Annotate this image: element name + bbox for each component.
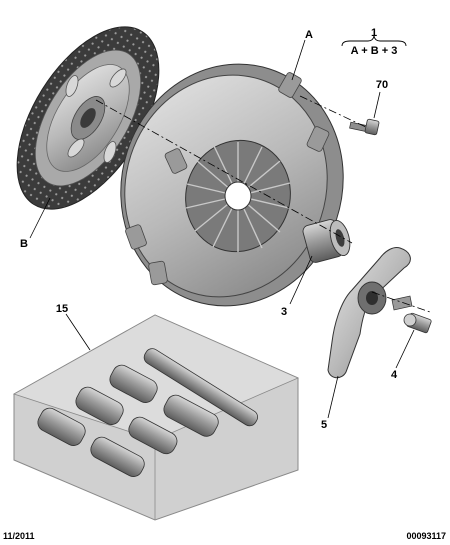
kit-brace (341, 35, 407, 47)
clutch-disc (16, 26, 160, 210)
footer-date: 11/2011 (3, 531, 35, 541)
callout-3: 3 (281, 306, 287, 318)
tool-kit (13, 314, 299, 521)
assembly-axis (95, 95, 431, 313)
release-bearing (302, 219, 351, 263)
callout-15: 15 (56, 303, 68, 315)
leader-lines (29, 39, 415, 419)
pressure-plate (120, 63, 344, 307)
callout-4: 4 (391, 369, 398, 381)
callout-b: B (20, 238, 28, 250)
centering-tools (37, 348, 259, 477)
pivot-stud (403, 312, 432, 334)
release-fork (327, 247, 413, 379)
callout-a: A (305, 29, 313, 41)
footer-reference: 00093117 (406, 531, 446, 541)
kit-formula: 1 A + B + 3 (341, 27, 407, 57)
callout-5: 5 (321, 419, 327, 431)
kit-components: A + B + 3 (351, 45, 398, 57)
callout-70: 70 (376, 79, 388, 91)
damper-springs (65, 68, 127, 163)
kit-number: 1 (371, 27, 377, 39)
bolt-70 (349, 118, 380, 136)
